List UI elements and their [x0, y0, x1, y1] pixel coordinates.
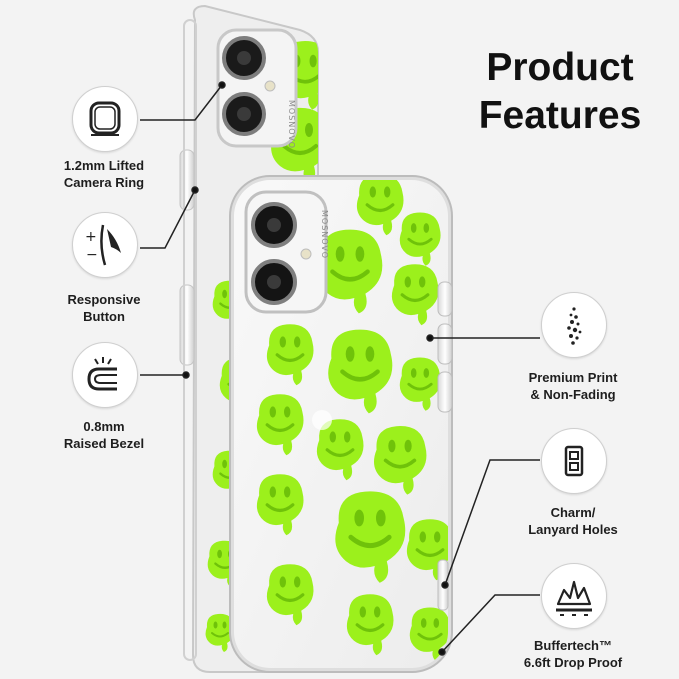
feature-label-lanyard: Charm/ Lanyard Holes	[528, 505, 618, 537]
callout-lines	[140, 81, 540, 656]
back-brand-text: MOSNOVO	[287, 100, 296, 149]
responsive-button-icon: + −	[72, 212, 138, 278]
front-brand-text: MOSNOVO	[320, 210, 329, 259]
svg-text:+: +	[85, 229, 97, 245]
page-title: Product Features	[455, 44, 665, 140]
front-phone-case: MOSNOVO	[229, 175, 453, 673]
callout-line-button	[140, 189, 196, 249]
feature-label-button: Responsive Button	[67, 292, 141, 324]
feature-label-camera-ring: 1.2mm Lifted Camera Ring	[63, 158, 145, 190]
callout-line-drop	[441, 594, 540, 653]
drop-proof-icon	[541, 563, 607, 629]
feature-label-drop: Buffertech™ 6.6ft Drop Proof	[523, 638, 623, 670]
lanyard-holes-icon	[541, 428, 607, 494]
title-line-2: Features	[478, 94, 642, 137]
title-line-1: Product	[486, 46, 634, 89]
raised-bezel-icon	[72, 342, 138, 408]
svg-text:−: −	[86, 247, 98, 263]
print-dots-icon	[541, 292, 607, 358]
callout-line-lanyard	[444, 459, 540, 586]
feature-label-print: Premium Print & Non-Fading	[528, 370, 618, 402]
camera-ring-icon	[72, 86, 138, 152]
feature-label-bezel: 0.8mm Raised Bezel	[63, 419, 145, 451]
callout-line-camera-ring	[140, 84, 223, 121]
